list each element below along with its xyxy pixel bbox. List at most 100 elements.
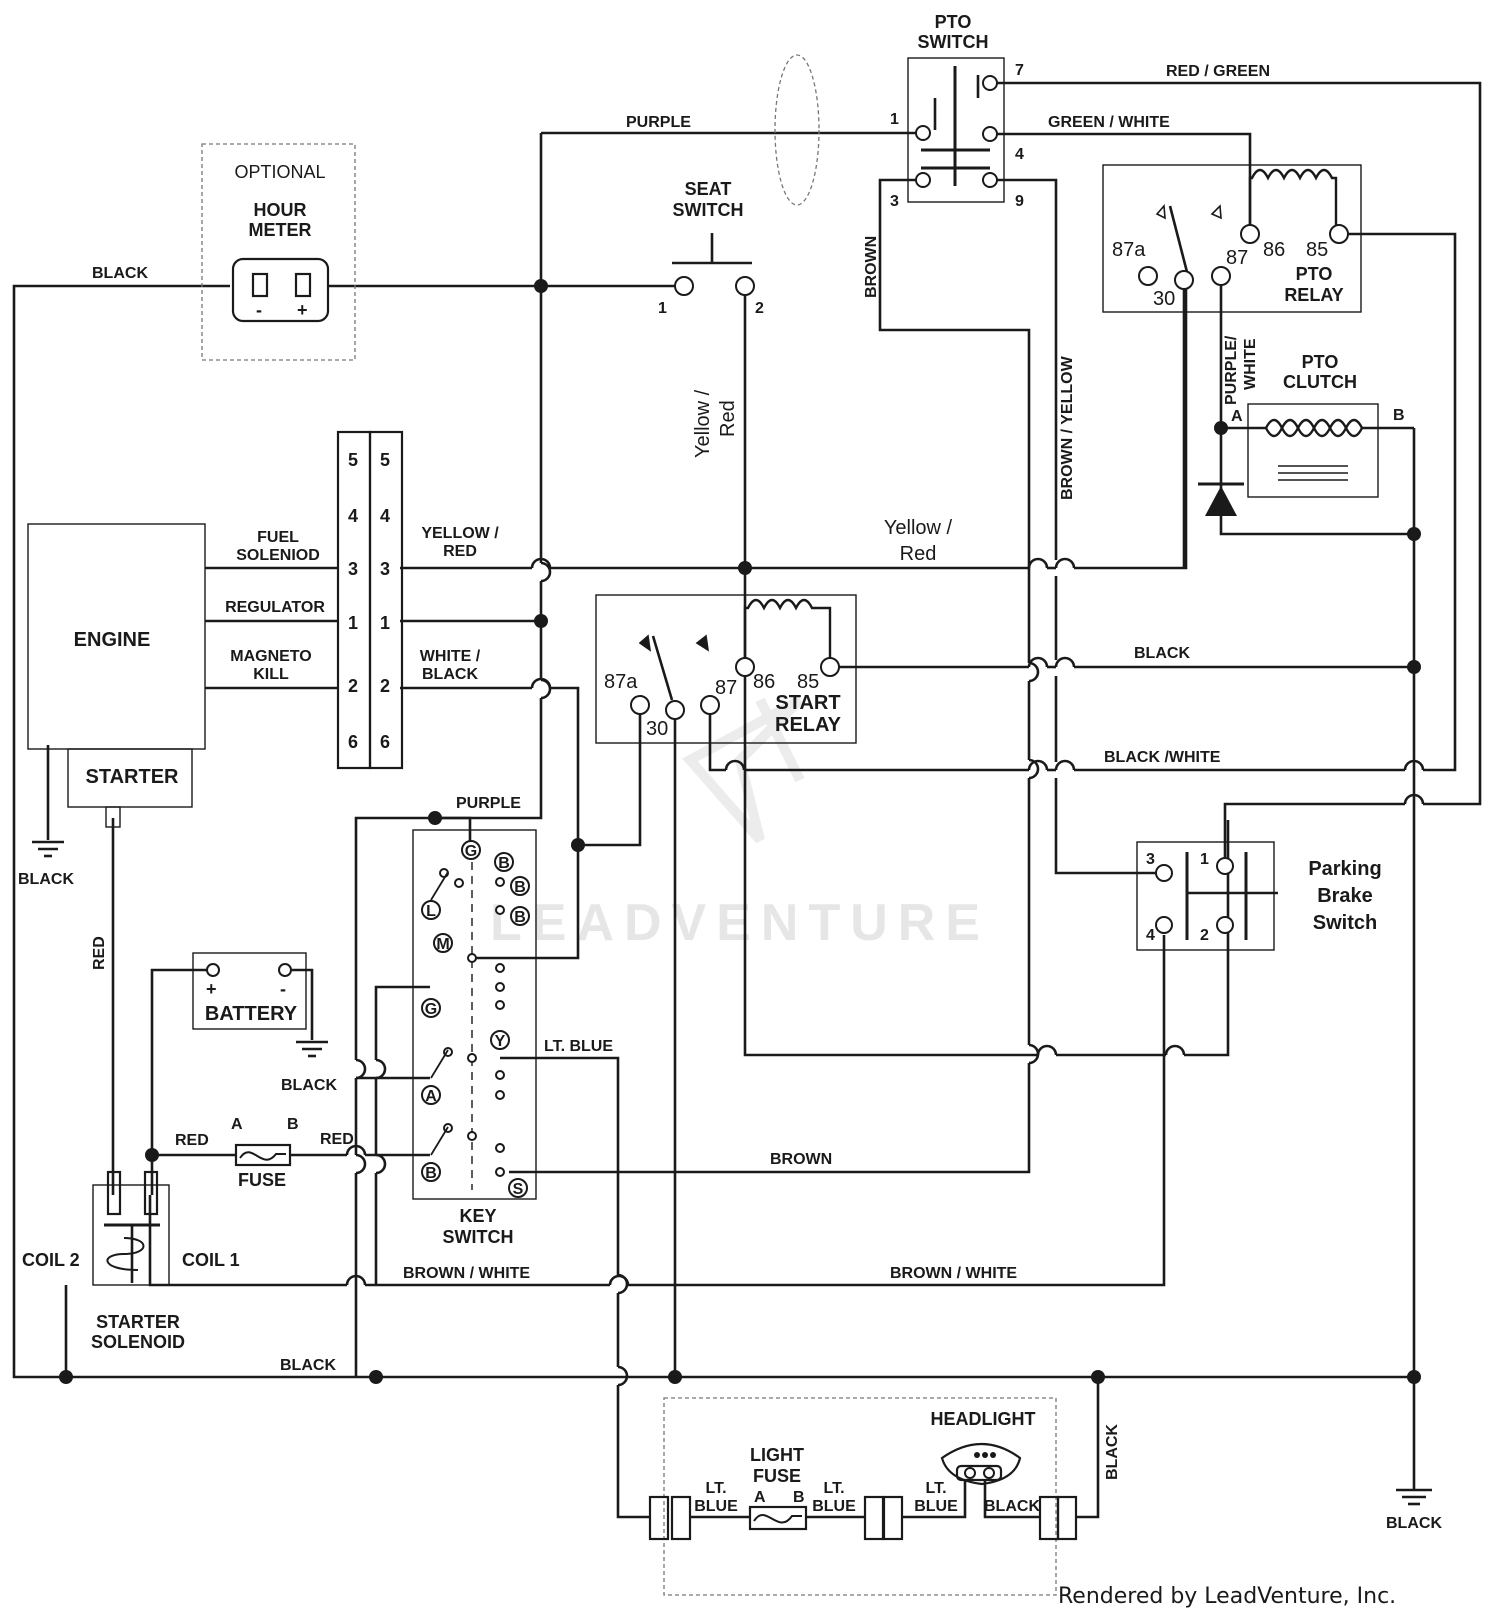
headlight-circuit: HEADLIGHT LIGHT FUSE A B LT. BLUE LT. BL… bbox=[648, 1397, 1078, 1596]
key-terminal-b-1: B bbox=[498, 855, 510, 872]
seat-pin-2: 2 bbox=[755, 300, 764, 317]
hour-meter-label-1: HOUR bbox=[254, 200, 307, 220]
magneto-kill-label-2: KILL bbox=[253, 666, 289, 683]
wire-label-purple-key: PURPLE bbox=[456, 795, 521, 812]
battery-label: BATTERY bbox=[205, 1003, 298, 1025]
right-ground-label: BLACK bbox=[1386, 1515, 1442, 1532]
seat-switch-label-2: SWITCH bbox=[673, 200, 744, 220]
key-switch: G B B B L M G Y A bbox=[412, 829, 537, 1247]
conn-left-pin-2: 2 bbox=[348, 676, 358, 696]
wire-label-brown-white-2: BROWN / WHITE bbox=[890, 1265, 1017, 1282]
wire-label-brown-yellow: BROWN / YELLOW bbox=[1059, 355, 1076, 500]
wire-label-yellow-red-right-1: Yellow / bbox=[884, 517, 953, 539]
seat-switch: SEAT SWITCH 1 2 bbox=[658, 179, 764, 317]
credit-text: Rendered by LeadVenture, Inc. bbox=[1058, 1584, 1396, 1609]
wire-label-brown-horiz: BROWN bbox=[770, 1151, 832, 1168]
pto-relay-pin-87: 87 bbox=[1226, 247, 1248, 269]
wire-label-purple-white-2: WHITE bbox=[1242, 338, 1259, 390]
pto-pin-7: 7 bbox=[1015, 62, 1024, 79]
starter-solenoid: COIL 2 COIL 1 STARTER SOLENOID bbox=[22, 1170, 240, 1352]
wires bbox=[12, 81, 1482, 1519]
wire-labels: BLACK PURPLE RED / GREEN GREEN / WHITE B… bbox=[91, 63, 1270, 1480]
pto-relay-pin-85: 85 bbox=[1306, 239, 1328, 261]
wire-label-purple-top: PURPLE bbox=[626, 114, 691, 131]
key-terminal-a: A bbox=[425, 1088, 437, 1105]
junction-dots bbox=[59, 279, 1421, 1384]
start-relay-pin-85: 85 bbox=[797, 671, 819, 693]
right-ground-icon: BLACK bbox=[1386, 1488, 1442, 1532]
fuse-pin-b: B bbox=[287, 1116, 299, 1133]
battery: + - BATTERY bbox=[192, 952, 307, 1030]
pto-clutch: PTO CLUTCH A B bbox=[1231, 352, 1405, 498]
magneto-kill-label-1: MAGNETO bbox=[230, 648, 311, 665]
key-terminal-b-3: B bbox=[514, 909, 526, 926]
key-terminal-g-top: G bbox=[465, 843, 477, 860]
conn-left-pin-3: 3 bbox=[348, 559, 358, 579]
conn-right-pin-4: 4 bbox=[380, 506, 390, 526]
battery-ground-icon: BLACK bbox=[281, 1040, 337, 1094]
coil-1-label: COIL 1 bbox=[182, 1250, 240, 1270]
key-terminal-y: Y bbox=[495, 1033, 506, 1050]
wire-label-lt-blue: LT. BLUE bbox=[544, 1038, 613, 1055]
conn-left-pin-6: 6 bbox=[348, 732, 358, 752]
solenoid-label-1: STARTER bbox=[96, 1312, 180, 1332]
wire-label-white-black-1: WHITE / bbox=[420, 648, 481, 665]
parking-pin-4: 4 bbox=[1146, 927, 1155, 944]
parking-label-2: Brake bbox=[1317, 885, 1373, 907]
wire-label-brown-white-1: BROWN / WHITE bbox=[403, 1265, 530, 1282]
parking-pin-3: 3 bbox=[1146, 851, 1155, 868]
wire-label-yellow-red-1: YELLOW / bbox=[421, 525, 499, 542]
wire-label-white-black-2: BLACK bbox=[422, 666, 478, 683]
pto-relay-label-2: RELAY bbox=[1284, 285, 1343, 305]
pto-pin-1: 1 bbox=[890, 111, 899, 128]
engine-ground-label: BLACK bbox=[18, 871, 74, 888]
parking-brake-switch: 3 1 4 2 Parking Brake Switch bbox=[1136, 841, 1382, 951]
wire-label-yellow-red-vert-1: Yellow / bbox=[692, 389, 714, 458]
pto-relay: 87a 30 87 86 85 PTO RELAY bbox=[1102, 164, 1362, 313]
engine: ENGINE STARTER FUEL SOLENIOD REGULATOR M… bbox=[27, 523, 325, 828]
battery-plus: + bbox=[206, 979, 217, 999]
parking-pin-2: 2 bbox=[1200, 927, 1209, 944]
conn-right-pin-3: 3 bbox=[380, 559, 390, 579]
conn-right-pin-2: 2 bbox=[380, 676, 390, 696]
pto-clutch-label-1: PTO bbox=[1302, 352, 1339, 372]
key-terminal-s: S bbox=[513, 1181, 524, 1198]
ltblue-label-2a: LT. bbox=[823, 1480, 844, 1497]
conn-right-pin-5: 5 bbox=[380, 450, 390, 470]
engine-ground-icon: BLACK bbox=[18, 840, 74, 888]
pto-pin-3: 3 bbox=[890, 193, 899, 210]
pto-switch: PTO SWITCH 7 1 4 3 9 bbox=[890, 12, 1024, 210]
start-relay-label-2: RELAY bbox=[775, 714, 842, 736]
watermark-text: LEADVENTURE bbox=[490, 894, 990, 952]
fuel-solenoid-label-2: SOLENIOD bbox=[236, 547, 320, 564]
wire-label-red-2: RED bbox=[320, 1131, 354, 1148]
pto-pin-9: 9 bbox=[1015, 193, 1024, 210]
pto-switch-label-1: PTO bbox=[935, 12, 972, 32]
headlight-black-label: BLACK bbox=[984, 1498, 1040, 1515]
ltblue-label-3a: LT. bbox=[925, 1480, 946, 1497]
engine-connector: 5 4 3 1 2 6 5 4 3 1 2 6 bbox=[336, 430, 404, 770]
key-switch-label-1: KEY bbox=[459, 1206, 496, 1226]
starter-label: STARTER bbox=[86, 766, 180, 788]
solenoid-label-2: SOLENOID bbox=[91, 1332, 185, 1352]
key-terminal-b-2: B bbox=[514, 879, 526, 896]
headlight-label: HEADLIGHT bbox=[931, 1409, 1036, 1429]
wire-label-yellow-red-2: RED bbox=[443, 543, 477, 560]
wire-label-black-white: BLACK /WHITE bbox=[1104, 749, 1221, 766]
wire-label-black-mid: BLACK bbox=[1134, 645, 1190, 662]
wire-label-red-1: RED bbox=[175, 1132, 209, 1149]
battery-minus: - bbox=[280, 979, 286, 999]
engine-label: ENGINE bbox=[74, 629, 151, 651]
diode-icon bbox=[1198, 482, 1244, 516]
ltblue-label-1a: LT. bbox=[705, 1480, 726, 1497]
watermark: LEADVENTURE bbox=[490, 695, 990, 952]
pto-relay-pin-30: 30 bbox=[1153, 288, 1175, 310]
key-switch-label-2: SWITCH bbox=[443, 1227, 514, 1247]
wire-label-black-bottom: BLACK bbox=[280, 1357, 336, 1374]
wire-label-yellow-red-right-2: Red bbox=[900, 543, 937, 565]
fuel-solenoid-label-1: FUEL bbox=[257, 529, 299, 546]
conn-right-pin-6: 6 bbox=[380, 732, 390, 752]
conn-right-pin-1: 1 bbox=[380, 613, 390, 633]
light-fuse-pin-b: B bbox=[793, 1489, 805, 1506]
